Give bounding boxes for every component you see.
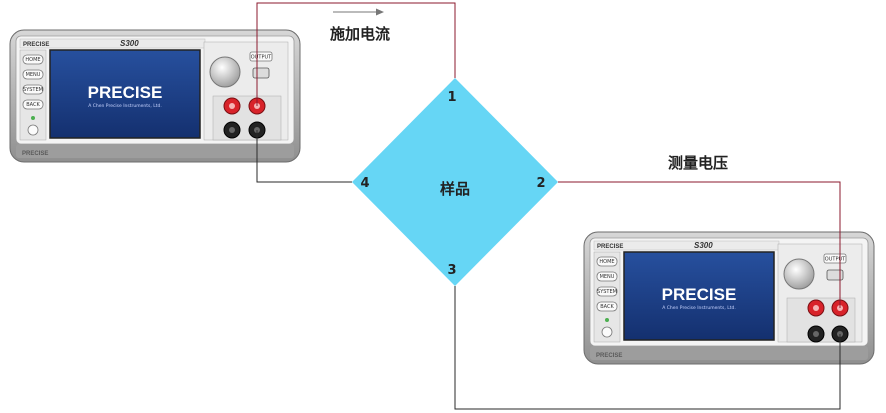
screen-tagline: A Chen Precise Instruments, Ltd. bbox=[88, 103, 162, 109]
screen-tagline: A Chen Precise Instruments, Ltd. bbox=[662, 305, 736, 311]
usb-port bbox=[826, 269, 844, 281]
node-3-label: 3 bbox=[447, 263, 456, 278]
status-led bbox=[31, 116, 35, 120]
system-button[interactable] bbox=[596, 286, 618, 297]
sample-label: 样品 bbox=[440, 180, 470, 198]
instrument-right: PRECISE S300 HOME MENU SYSTEM BACK PRECI… bbox=[583, 231, 875, 365]
back-button[interactable] bbox=[596, 301, 618, 312]
screen-brand: PRECISE bbox=[88, 83, 163, 102]
power-button[interactable] bbox=[601, 326, 613, 338]
footer-brand: PRECISE bbox=[596, 353, 622, 359]
output-button[interactable] bbox=[249, 51, 273, 62]
system-button-label: SYSTEM bbox=[597, 289, 617, 295]
usb-port bbox=[252, 67, 270, 79]
system-button[interactable] bbox=[22, 84, 44, 95]
menu-button[interactable] bbox=[22, 69, 44, 80]
menu-button[interactable] bbox=[596, 271, 618, 282]
power-button[interactable] bbox=[27, 124, 39, 136]
panel-brand: PRECISE bbox=[23, 42, 49, 48]
apply-current-label: 施加电流 bbox=[330, 25, 390, 43]
panel-buttons: HOME MENU SYSTEM BACK bbox=[596, 256, 618, 338]
back-button-label: BACK bbox=[600, 304, 614, 310]
model-label: S300 bbox=[120, 39, 139, 48]
menu-button-label: MENU bbox=[600, 274, 615, 280]
sample-diamond bbox=[352, 78, 558, 286]
wire-current-source-to-node-1 bbox=[256, 2, 456, 106]
home-button-label: HOME bbox=[599, 259, 614, 265]
back-button[interactable] bbox=[22, 99, 44, 110]
output-button-label: OUTPUT bbox=[251, 55, 272, 61]
wire-node-2-to-voltmeter bbox=[558, 181, 841, 308]
current-direction-arrow bbox=[333, 8, 384, 16]
system-button-label: SYSTEM bbox=[23, 87, 43, 93]
screen-brand: PRECISE bbox=[662, 285, 737, 304]
home-button[interactable] bbox=[22, 54, 44, 65]
output-button-label: OUTPUT bbox=[825, 257, 846, 263]
menu-button-label: MENU bbox=[26, 72, 41, 78]
node-4-label: 4 bbox=[360, 176, 369, 191]
node-1-label: 1 bbox=[447, 90, 456, 105]
panel-buttons: HOME MENU SYSTEM BACK bbox=[22, 54, 44, 136]
wire-node-4-to-current-return bbox=[256, 130, 352, 183]
terminals bbox=[807, 299, 849, 343]
footer-brand: PRECISE bbox=[22, 151, 48, 157]
model-label: S300 bbox=[694, 241, 713, 250]
home-button-label: HOME bbox=[25, 57, 40, 63]
back-button-label: BACK bbox=[26, 102, 40, 108]
wire-node-3-to-voltmeter-return bbox=[454, 286, 841, 410]
home-button[interactable] bbox=[596, 256, 618, 267]
status-led bbox=[605, 318, 609, 322]
panel-brand: PRECISE bbox=[597, 244, 623, 250]
measure-voltage-label: 测量电压 bbox=[668, 154, 728, 172]
node-2-label: 2 bbox=[536, 176, 545, 191]
